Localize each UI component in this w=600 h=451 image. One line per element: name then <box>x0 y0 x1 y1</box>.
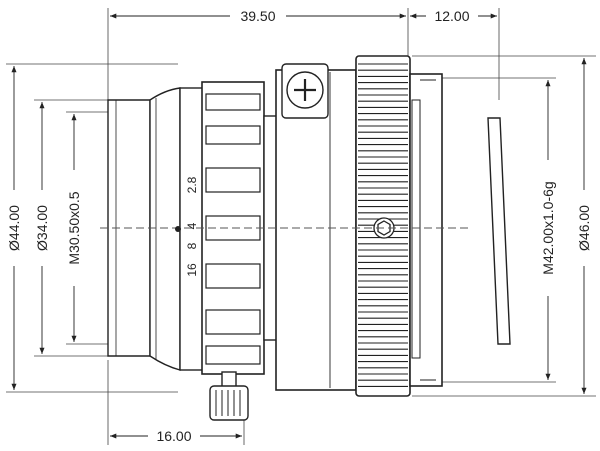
locking-screw-top <box>281 63 329 119</box>
main-body <box>275 69 357 391</box>
dim-dia-inner-left: Ø34.00 <box>34 205 50 251</box>
aperture-scale-ring <box>179 87 205 371</box>
dim-dia-outer-right: Ø46.00 <box>576 205 592 251</box>
f-number-label: 2.8 <box>185 176 199 193</box>
locking-screw-bottom <box>209 371 249 421</box>
mount-thread <box>409 73 443 387</box>
f-number-label: 4 <box>185 222 199 229</box>
front-barrel <box>107 87 181 371</box>
dim-mount-thread: M42.00x1.0-6g <box>540 181 556 274</box>
f-number-label: 8 <box>185 242 199 249</box>
dim-length-front: 16.00 <box>156 428 191 444</box>
dimension-labels: 39.50 12.00 16.00 Ø44.00 Ø34.00 M30.50x0… <box>4 7 594 445</box>
dim-length-mount: 12.00 <box>434 8 469 24</box>
aperture-index-dot <box>175 226 181 232</box>
aperture-scale-labels: 2.8 4 8 16 <box>185 176 199 276</box>
dim-filter-thread: M30.50x0.5 <box>66 191 82 264</box>
dim-length-body: 39.50 <box>240 8 275 24</box>
spacer-plate <box>487 117 511 345</box>
extension-lines <box>6 8 596 445</box>
f-number-label: 16 <box>185 263 199 277</box>
dim-dia-outer-left: Ø44.00 <box>6 205 22 251</box>
